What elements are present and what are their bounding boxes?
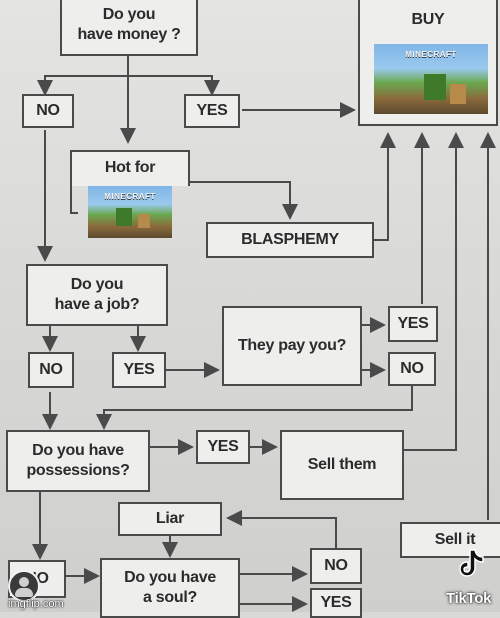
yes-job-branch: YES: [112, 352, 166, 388]
avatar-icon: [8, 570, 40, 602]
hot-for-bracket: [70, 186, 78, 214]
no-money-branch: NO: [22, 94, 74, 128]
hot-for-game-logo: MINECRAFT: [104, 192, 156, 201]
have-soul-question: Do you have a soul?: [100, 558, 240, 618]
yes-money-branch: YES: [184, 94, 240, 128]
hot-for-game-image: MINECRAFT: [88, 186, 172, 238]
tiktok-watermark: TikTok: [446, 548, 498, 610]
they-pay-question: They pay you?: [222, 306, 362, 386]
buy-label: BUY: [411, 11, 445, 28]
yes-possessions-branch: YES: [196, 430, 250, 464]
imgflip-watermark: imgflip.com: [4, 566, 86, 612]
no-job-branch: NO: [28, 352, 74, 388]
hot-for-node: Hot for: [70, 150, 190, 186]
no-soul-branch: NO: [310, 548, 362, 584]
yes-pay-branch: YES: [388, 306, 438, 342]
have-job-question: Do you have a job?: [26, 264, 168, 326]
game-cover-image: MINECRAFT: [374, 44, 488, 114]
sell-it-node: Sell it: [400, 522, 500, 558]
game-cover-logo: MINECRAFT: [405, 50, 457, 59]
liar-node: Liar: [118, 502, 222, 536]
yes-soul-branch: YES: [310, 588, 362, 618]
blasphemy-node: BLASPHEMY: [206, 222, 374, 258]
imgflip-label: imgflip.com: [8, 598, 64, 610]
possessions-question: Do you have possessions?: [6, 430, 150, 492]
tiktok-note-icon: [459, 549, 484, 577]
have-money-question: Do you have money ?: [60, 0, 198, 56]
no-pay-branch: NO: [388, 352, 436, 386]
sell-them-node: Sell them: [280, 430, 404, 500]
tiktok-label: TikTok: [446, 590, 492, 607]
